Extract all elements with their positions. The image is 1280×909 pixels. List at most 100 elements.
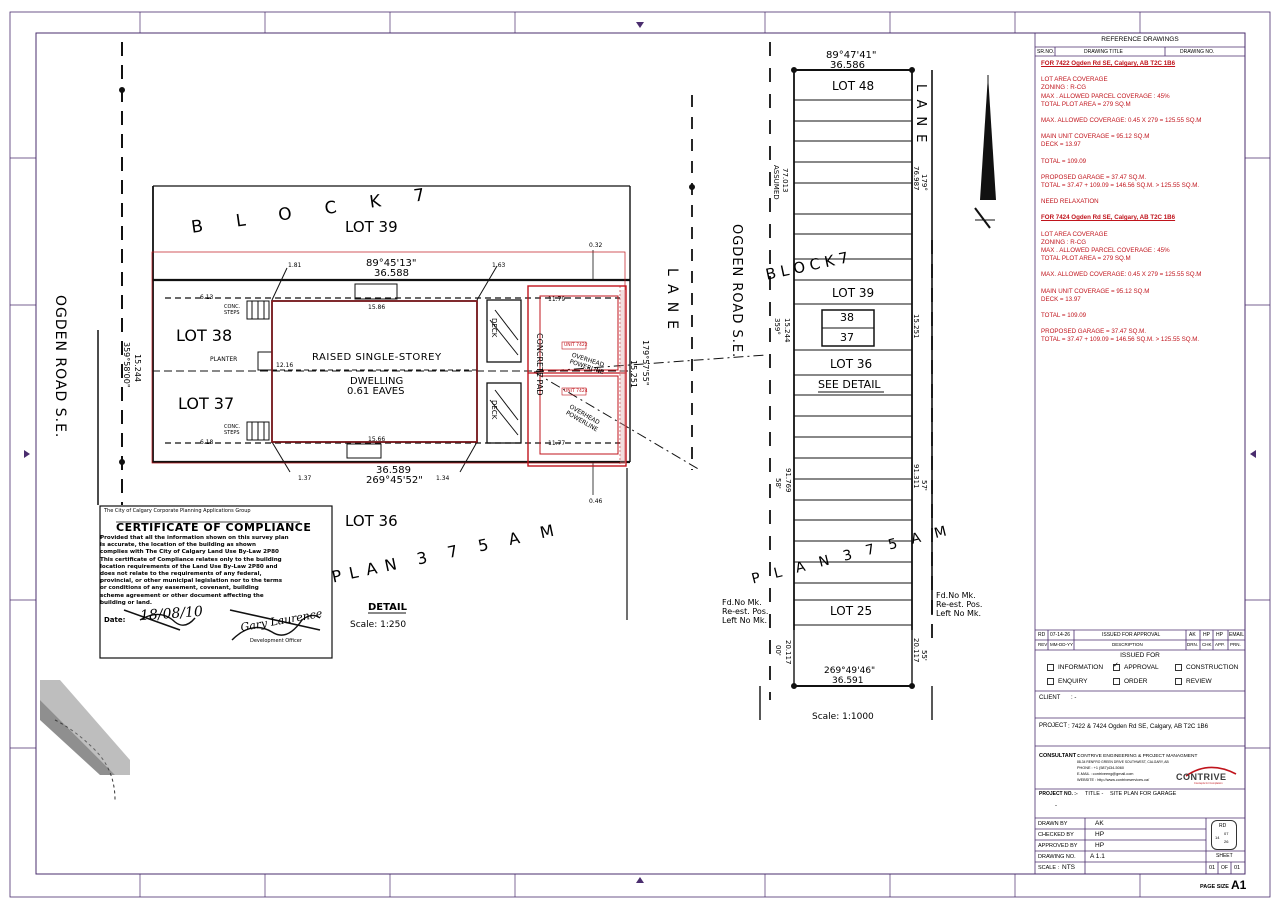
dim-12-16: 12.16 <box>276 362 294 369</box>
ref-col-title: DRAWING TITLE <box>1084 49 1123 55</box>
note-b-line: TOTAL = 109.09 <box>1041 312 1087 320</box>
sheet-of: OF <box>1221 865 1228 871</box>
note-b-line: DECK = 13.97 <box>1041 295 1081 303</box>
certificate-body-line: Provided that all the information shown … <box>100 535 289 541</box>
contrive-logo: CONTRIVE Concepts for Completion <box>1176 764 1242 786</box>
dim-1-34: 1.34 <box>436 475 450 482</box>
dim-right-bearing: 179°57'55" <box>641 340 650 386</box>
note-a-line: LOT AREA COVERAGE <box>1041 76 1108 84</box>
distance-bottom: 36.589 <box>376 465 411 476</box>
deck-label-b: DECK <box>490 400 498 420</box>
client-value: : - <box>1071 695 1077 701</box>
lane-label: LANE <box>664 268 680 338</box>
stamp-date-c: 26 <box>1224 839 1229 844</box>
consultant-address: 88-34 RENFRO GREEN DRIVE SOUTHWEST, CALG… <box>1077 760 1169 764</box>
checkbox-icon[interactable] <box>1175 664 1182 671</box>
checked-by-label: CHECKED BY <box>1038 832 1074 838</box>
checkbox-icon[interactable] <box>1047 678 1054 685</box>
rev-h-date: MM-DD-YY <box>1050 642 1073 647</box>
key-distance-top: 36.586 <box>830 60 865 71</box>
key-fd-left: Fd.No Mk. Re-est. Pos. Left No Mk. <box>722 598 768 625</box>
stamp-date-b: 14 <box>1215 835 1220 840</box>
key-lot-25: LOT 25 <box>830 604 873 618</box>
stamp-date-a: 07 <box>1224 831 1229 836</box>
rev-approved: HP <box>1216 632 1223 638</box>
dim-11-77: 11.77 <box>548 440 566 447</box>
detail-label: DETAIL <box>368 602 408 613</box>
key-dim-00: 00' <box>774 645 782 656</box>
note-a-line: TOTAL PLOT AREA = 279 SQ.M <box>1041 100 1131 108</box>
project-label: PROJECT <box>1039 723 1068 729</box>
dim-11-79: 11.79 <box>548 296 566 303</box>
garage-hatch <box>620 290 626 464</box>
issued-order[interactable]: ORDER <box>1113 678 1147 685</box>
checkbox-icon[interactable] <box>1175 678 1182 685</box>
checkbox-icon[interactable] <box>1113 678 1120 685</box>
dim-0-46: 0.46 <box>589 498 603 505</box>
dim-6-13: 6.13 <box>200 294 214 301</box>
house-label-1: RAISED SINGLE-STOREY <box>312 352 442 363</box>
key-fd-right-2: Re-est. Pos. <box>936 600 983 609</box>
checkbox-checked-icon[interactable] <box>1113 661 1120 671</box>
key-fd-right: Fd.No Mk. Re-est. Pos. Left No Mk. <box>936 591 982 618</box>
key-fd-right-1: Fd.No Mk. <box>936 591 976 600</box>
certificate-body: Provided that all the information shown … <box>100 535 289 607</box>
reference-drawings-title: REFERENCE DRAWINGS <box>1101 36 1179 43</box>
key-see-detail: SEE DETAIL <box>818 378 881 391</box>
drawn-by-value: AK <box>1095 820 1104 827</box>
concrete-pad-label: CONCRETE PAD <box>535 333 544 396</box>
key-distance-bottom: 36.591 <box>832 676 864 686</box>
note-a-line: MAIN UNIT COVERAGE = 95.12 SQ.M <box>1041 133 1150 141</box>
project-no-label: PROJECT NO. :- <box>1039 791 1078 797</box>
issued-enquiry[interactable]: ENQUIRY <box>1047 678 1088 685</box>
note-b-line: LOT AREA COVERAGE <box>1041 230 1108 238</box>
note-b-line: TOTAL = 37.47 + 109.09 = 146.56 SQ.M. > … <box>1041 336 1200 344</box>
consultant-name: CONTRIVE ENGINEERING & PROJECT MANAGMENT <box>1077 754 1198 759</box>
key-lot-39: LOT 39 <box>832 286 875 300</box>
issued-approval[interactable]: APPROVAL <box>1113 661 1159 671</box>
issued-review-label: REVIEW <box>1186 678 1212 686</box>
key-dim-76-987: 76.987 <box>912 166 920 191</box>
key-bearing-top: 89°47'41" <box>826 50 877 61</box>
rev-date: 07-14-26 <box>1050 632 1071 638</box>
key-fd-left-2: Re-est. Pos. <box>722 607 769 616</box>
sheet-title-value: SITE PLAN FOR GARAGE <box>1110 791 1177 797</box>
stamp-rd: RD <box>1219 823 1227 829</box>
note-a-line: MAX . ALLOWED PARCEL COVERAGE : 45% <box>1041 92 1170 100</box>
rev-h-drn: DRN. <box>1187 642 1198 647</box>
note-a-line: ZONING : R-CG <box>1041 84 1087 92</box>
ogden-road-label: OGDEN ROAD S.E. <box>52 295 68 439</box>
key-dim-55: 55' <box>920 650 928 661</box>
rev-h-desc: DESCRIPTION <box>1112 642 1143 647</box>
right-key-plan <box>759 42 996 720</box>
issued-construction-label: CONSTRUCTION <box>1186 664 1239 672</box>
note-b-heading: FOR 7424 Ogden Rd SE, Calgary, AB T2C 1B… <box>1041 214 1176 222</box>
issued-information[interactable]: INFORMATION <box>1047 664 1103 671</box>
consultant-label: CONSULTANT : <box>1039 753 1080 759</box>
key-dim-58: 58' <box>774 478 782 489</box>
planter-label: PLANTER <box>210 356 238 363</box>
house-label-2: DWELLING <box>350 376 404 387</box>
note-a-line: MAX. ALLOWED COVERAGE: 0.45 X 279 = 125.… <box>1041 117 1202 125</box>
sheet-total: 01 <box>1234 865 1241 871</box>
issued-construction[interactable]: CONSTRUCTION <box>1175 664 1238 671</box>
certificate-body-line: is accurate, the location of the buildin… <box>100 542 256 549</box>
dim-1-63: 1.63 <box>492 262 506 269</box>
key-dim-15-244: 15.244 <box>783 318 791 343</box>
lot-36-label: LOT 36 <box>345 512 398 530</box>
note-b-line: MAIN UNIT COVERAGE = 95.12 SQ.M <box>1041 287 1150 295</box>
note-a-heading: FOR 7422 Ogden Rd SE, Calgary, AB T2C 1B… <box>1041 60 1176 67</box>
sheet-number: 01 <box>1209 865 1216 871</box>
client-label: CLIENT <box>1039 695 1061 701</box>
certificate-body-line: scheme agreement or other document affec… <box>100 592 264 599</box>
checkbox-icon[interactable] <box>1047 664 1054 671</box>
sheet-label: SHEET <box>1216 853 1233 859</box>
key-dim-359: 359° <box>773 318 781 335</box>
dim-0-32: 0.32 <box>589 242 603 249</box>
key-dim-57: 57' <box>920 480 928 491</box>
issued-review[interactable]: REVIEW <box>1175 678 1212 685</box>
dim-6-18: 6.18 <box>200 439 214 446</box>
key-lot-37: 37 <box>840 331 854 344</box>
scale-label: SCALE : <box>1038 865 1060 871</box>
